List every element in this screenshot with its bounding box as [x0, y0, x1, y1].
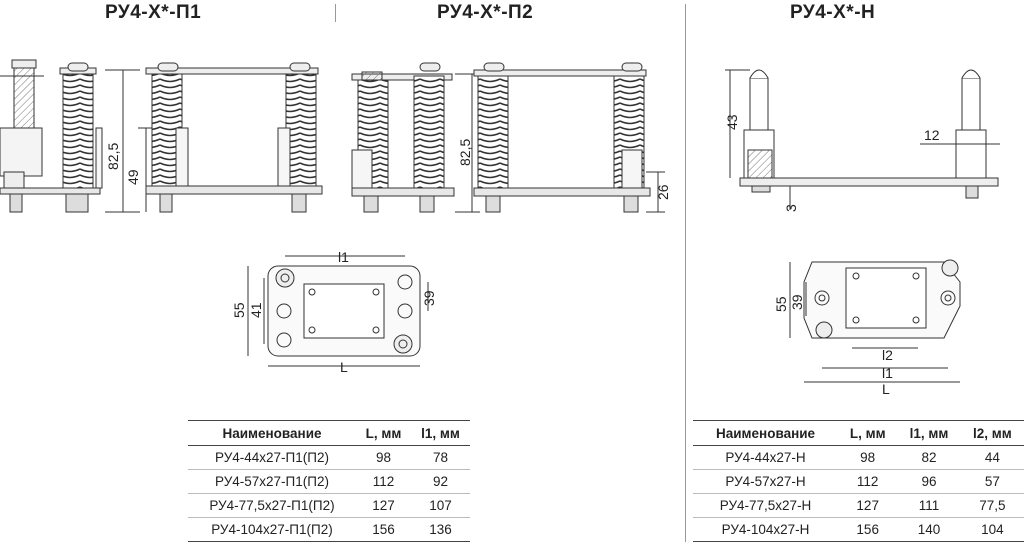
table-row: РУ4-77,5х27-П1(П2) 127 107 [188, 493, 470, 518]
p1-side-view [0, 59, 103, 213]
cell: 136 [411, 517, 470, 542]
cell: 156 [355, 517, 412, 542]
header-L: L, мм [838, 420, 898, 446]
header-l1: l1, мм [897, 420, 961, 446]
title-p2: РУ4-Х*-П2 [437, 2, 534, 23]
separator-top-left [335, 4, 336, 22]
cell: 112 [838, 469, 898, 494]
cell: 98 [355, 445, 412, 470]
n-dim-43: 43 [724, 114, 740, 130]
cell: РУ4-77,5х27-П1(П2) [188, 493, 356, 518]
p2-side-view [351, 62, 455, 213]
cell: 44 [960, 445, 1024, 470]
cell: 104 [960, 517, 1024, 542]
table-row: РУ4-57х27-Н 112 96 57 [693, 469, 1024, 494]
cell: 92 [411, 469, 470, 494]
n-dim-12: 12 [924, 127, 940, 143]
table-row: РУ4-44х27-Н 98 82 44 [693, 445, 1024, 470]
cell: РУ4-57х27-П1(П2) [188, 469, 356, 494]
cell: 57 [960, 469, 1024, 494]
cell: РУ4-57х27-Н [693, 469, 839, 494]
table-row: РУ4-77,5х27-Н 127 111 77,5 [693, 493, 1024, 518]
n-plan-l1: l1 [882, 365, 893, 381]
cell: РУ4-104х27-Н [693, 517, 839, 542]
p2-front-view [473, 62, 665, 213]
title-n: РУ4-Х*-Н [790, 2, 876, 23]
cell: 127 [838, 493, 898, 518]
p1-dim-49: 49 [125, 169, 141, 185]
cell: 77,5 [960, 493, 1024, 518]
p2-dim-26: 26 [655, 184, 671, 200]
n-plan-L: L [882, 381, 890, 397]
p-plan-39: 39 [421, 290, 437, 306]
p1-dim-825: 82,5 [105, 143, 121, 170]
p-plan-55: 55 [231, 302, 247, 318]
cell: РУ4-44х27-Н [693, 445, 839, 470]
p-plan-41: 41 [248, 302, 264, 318]
cell: 107 [411, 493, 470, 518]
header-name: Наименование [693, 420, 839, 446]
spec-table-p: Наименование L, мм l1, мм РУ4-44х27-П1(П… [188, 420, 470, 542]
cell: РУ4-44х27-П1(П2) [188, 445, 356, 470]
table-row: РУ4-104х27-П1(П2) 156 136 [188, 517, 470, 542]
n-plan-l2: l2 [882, 347, 893, 363]
table-row: РУ4-57х27-П1(П2) 112 92 [188, 469, 470, 494]
header-l1: l1, мм [411, 420, 470, 446]
cell: 111 [897, 493, 961, 518]
table-row: РУ4-104х27-Н 156 140 104 [693, 517, 1024, 542]
n-side-view [725, 69, 1000, 210]
cell: 140 [897, 517, 961, 542]
n-plan-view [789, 259, 961, 383]
cell: 98 [838, 445, 898, 470]
separator-right [685, 4, 686, 542]
p2-dim-825: 82,5 [457, 139, 473, 166]
cell: 96 [897, 469, 961, 494]
cell: РУ4-104х27-П1(П2) [188, 517, 356, 542]
cell: 112 [355, 469, 412, 494]
p-plan-L: L [340, 359, 348, 375]
header-L: L, мм [355, 420, 412, 446]
title-p1: РУ4-Х*-П1 [105, 2, 202, 23]
p-plan-l1: l1 [338, 249, 349, 265]
p-plan-view [247, 255, 429, 367]
header-name: Наименование [188, 420, 356, 446]
cell: 78 [411, 445, 470, 470]
cell: 156 [838, 517, 898, 542]
header-l2: l2, мм [960, 420, 1024, 446]
n-plan-39: 39 [789, 294, 805, 310]
n-plan-55: 55 [773, 296, 789, 312]
cell: 82 [897, 445, 961, 470]
cell: РУ4-77,5х27-Н [693, 493, 839, 518]
table-row: РУ4-44х27-П1(П2) 98 78 [188, 445, 470, 470]
p1-dim-lines [105, 69, 152, 213]
n-dim-3: 3 [783, 204, 799, 212]
p1-front-view [145, 62, 323, 213]
cell: 127 [355, 493, 412, 518]
spec-table-n: Наименование L, мм l1, мм l2, мм РУ4-44х… [693, 420, 1024, 542]
